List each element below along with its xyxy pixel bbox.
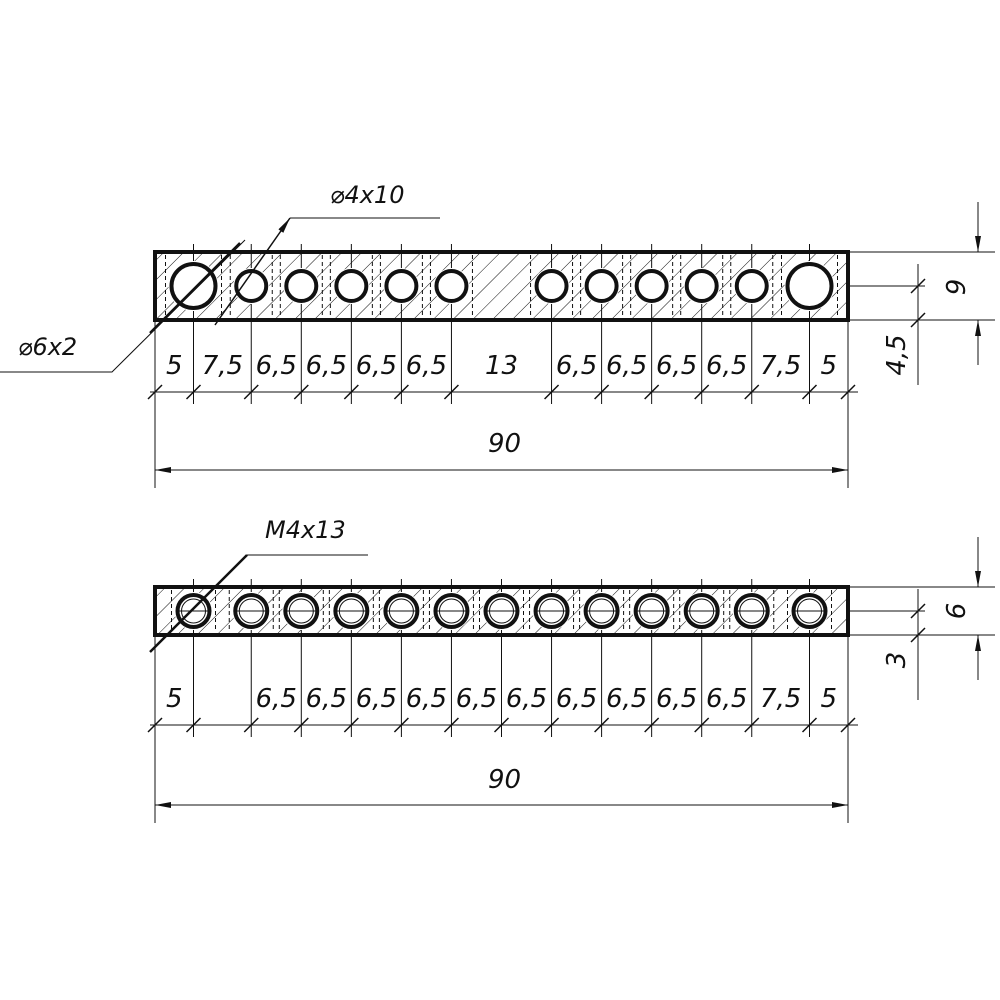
hole (169, 262, 218, 310)
segment-label: 6,5 (356, 684, 397, 714)
segment-label: 6,5 (706, 351, 747, 381)
tick-mark (443, 717, 459, 733)
segment-label: 6,5 (256, 684, 297, 714)
tick-mark (801, 717, 818, 733)
callout-hole-bottom: M4x13 (265, 516, 346, 544)
tick-mark (185, 717, 202, 733)
tick-mark (840, 384, 856, 400)
tick-mark (293, 384, 309, 400)
tick-mark (393, 717, 409, 733)
segment-label: 5 (166, 351, 183, 381)
height-top: 9 (942, 279, 972, 296)
tick-mark (594, 384, 610, 400)
tick-mark (293, 717, 309, 733)
segment-label: 6,5 (356, 351, 397, 381)
tick-mark (544, 717, 560, 733)
segment-label: 5 (820, 351, 837, 381)
segment-label: 6,5 (256, 351, 297, 381)
total-length-top: 90 (488, 429, 521, 459)
hole (234, 269, 269, 303)
hole (785, 262, 834, 310)
tick-mark (343, 384, 359, 400)
tick-mark (443, 384, 459, 400)
center-height-top: 4,5 (882, 334, 912, 375)
top-view: 5 7,5 6,5 6,5 6,5 6,5 13 6,5 6,5 6,5 6,5 7,5 5 (0, 202, 995, 488)
hole (434, 269, 469, 303)
leader-arrow (214, 217, 291, 326)
segment-label: 6,5 (706, 684, 747, 714)
tick-mark (185, 384, 202, 400)
segment-label: 6,5 (656, 351, 697, 381)
segment-label: 6,5 (556, 684, 597, 714)
tick-mark (744, 717, 760, 733)
hole (284, 269, 319, 303)
segment-label: 7,5 (760, 684, 801, 714)
hole (334, 269, 369, 303)
tick-mark (910, 603, 926, 619)
bar-body (153, 250, 850, 322)
segment-label: 13 (485, 351, 518, 381)
hole (634, 269, 669, 303)
tick-mark (801, 384, 818, 400)
total-length-bottom: 90 (488, 765, 521, 795)
hole (534, 269, 569, 303)
tick-mark (644, 717, 660, 733)
segment-label: 7,5 (760, 351, 801, 381)
callout-end-top: ⌀6x2 (18, 333, 77, 361)
center-height-bottom: 3 (882, 652, 912, 669)
segment-label: 6,5 (306, 684, 347, 714)
segment-label: 6,5 (606, 351, 647, 381)
tick-mark (910, 278, 926, 294)
hole (684, 269, 719, 303)
tick-mark (493, 717, 510, 733)
segment-label: 6,5 (556, 351, 597, 381)
callout-hole-top: ⌀4x10 (330, 181, 404, 209)
segment-label: 5 (820, 684, 837, 714)
tick-mark (594, 717, 610, 733)
height-bottom: 6 (942, 603, 972, 620)
tick-mark (147, 384, 163, 400)
hole (734, 269, 769, 303)
tick-mark (910, 312, 926, 328)
tick-mark (343, 717, 359, 733)
tick-mark (544, 384, 560, 400)
tick-mark (393, 384, 409, 400)
tick-mark (910, 627, 926, 643)
tick-mark (644, 384, 660, 400)
tick-mark (243, 717, 259, 733)
segment-label: 7,5 (202, 351, 243, 381)
tick-mark (744, 384, 760, 400)
segment-label: 6,5 (306, 351, 347, 381)
tick-mark (147, 717, 163, 733)
hole (584, 269, 619, 303)
tick-mark (694, 717, 710, 733)
leader-arrow (149, 554, 248, 653)
segment-label: 6,5 (606, 684, 647, 714)
hole (384, 269, 419, 303)
bottom-view: 5 6,5 6,5 6,5 6,5 6,5 6,5 6,5 6,5 6,5 6,5 7,5 5 (147, 537, 995, 823)
tick-mark (694, 384, 710, 400)
segment-label: 5 (166, 684, 183, 714)
tick-mark (243, 384, 259, 400)
tick-mark (840, 717, 856, 733)
segment-label: 6,5 (456, 684, 497, 714)
segment-label: 6,5 (506, 684, 547, 714)
segment-label: 6,5 (406, 351, 447, 381)
leader-arrow (149, 242, 241, 334)
segment-label: 6,5 (406, 684, 447, 714)
segment-label: 6,5 (656, 684, 697, 714)
